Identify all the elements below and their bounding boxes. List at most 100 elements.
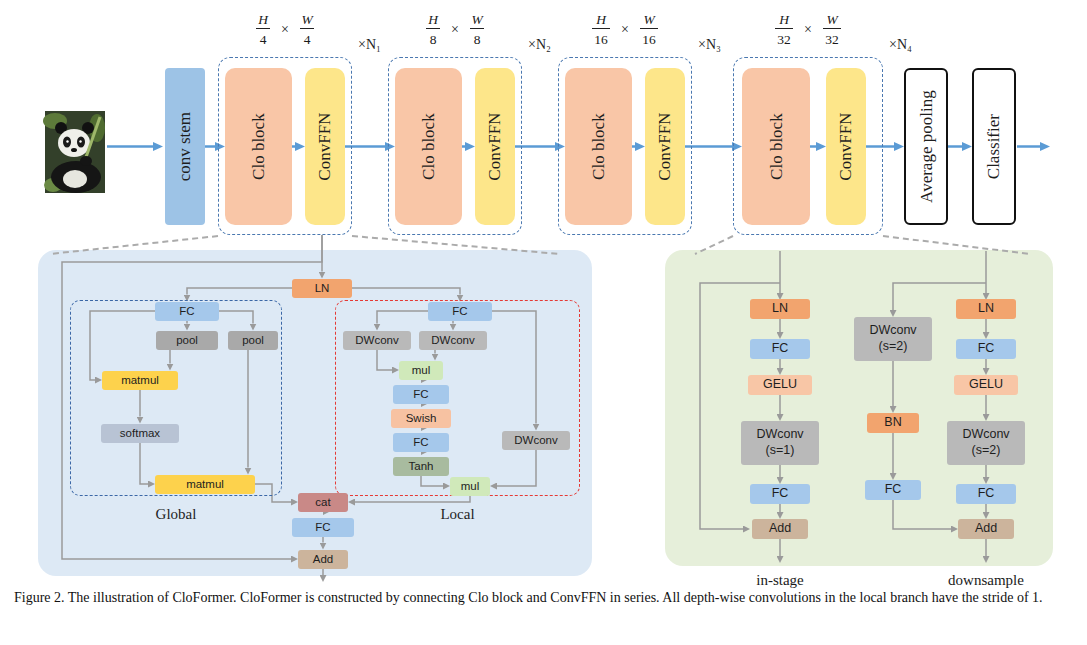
group-heading: ×N₃	[698, 37, 721, 53]
flow-arrow	[985, 319, 987, 332]
convffn-panel	[665, 250, 1053, 566]
op-box: FC	[750, 339, 810, 359]
node-label: FC	[315, 520, 330, 534]
flow-arrow	[985, 359, 987, 368]
clo-block-panel	[38, 250, 592, 576]
op-box: LN	[292, 279, 352, 298]
input-wire	[779, 251, 781, 293]
op-box: FC	[428, 302, 492, 321]
fraction-bar	[256, 28, 270, 29]
flow-arrow	[434, 350, 436, 354]
stage-group: ×N₂Clo blockConvFFN	[388, 57, 522, 235]
local-branch: LocalFCDWconvDWconvmulFCSwishFCTanhDWcon…	[335, 300, 580, 496]
op-box: DWconv	[419, 331, 487, 350]
resolution-label: ×	[804, 22, 812, 37]
resolution-label: H	[596, 12, 606, 27]
node-label: GELU	[969, 377, 1003, 393]
convffn-box: ConvFFN	[826, 68, 866, 225]
flow-arrow	[948, 145, 962, 148]
clo-block-box: Clo block	[565, 68, 632, 225]
stage-group: ×N₃Clo blockConvFFN	[558, 57, 692, 235]
flow-arrow	[515, 145, 555, 148]
op-box: LN	[750, 299, 810, 319]
node-label: Average pooling	[915, 90, 936, 203]
resolution-label: ×	[451, 22, 459, 37]
figure-caption: Figure 2. The illustration of CloFormer.…	[14, 588, 1076, 607]
op-box: FC	[155, 302, 219, 321]
op-box: DWconv (s=2)	[854, 317, 932, 361]
flow-arrow	[322, 537, 324, 543]
flow-arrow	[219, 311, 253, 324]
panda-paw	[80, 156, 92, 166]
node-label: LN	[978, 301, 994, 317]
convffn-box: ConvFFN	[475, 68, 515, 225]
node-label: ConvFFN	[314, 112, 335, 180]
input-wire	[985, 251, 987, 293]
node-label: LN	[315, 281, 330, 295]
op-box: matmul	[155, 475, 255, 494]
zoom-line	[50, 236, 218, 254]
convffn-box: ConvFFN	[305, 68, 345, 225]
op-box: mul	[399, 361, 443, 380]
resolution-label: H	[258, 12, 268, 27]
clo-block-box: Clo block	[395, 68, 462, 225]
flow-arrow	[139, 390, 141, 417]
global-branch: GlobalFCpoolpoolmatmulsoftmaxmatmul	[70, 300, 282, 496]
node-label: Add	[975, 521, 997, 537]
node-label: Add	[313, 552, 333, 566]
node-label: FC	[413, 387, 428, 401]
op-box: mul	[450, 477, 490, 496]
resolution-label: ×	[281, 22, 289, 37]
node-label: conv stem	[174, 112, 195, 181]
node-label: pool	[242, 333, 264, 347]
node-label: FC	[978, 486, 995, 502]
node-label: Clo block	[588, 113, 609, 180]
flow-arrow	[345, 145, 385, 148]
node-label: mul	[412, 363, 431, 377]
flow-arrow	[492, 311, 536, 424]
fraction-bar	[823, 28, 841, 29]
fraction-bar	[640, 28, 658, 29]
panel-label: downsample	[948, 572, 1024, 588]
zoom-line	[883, 236, 1030, 254]
resolution-label: H	[779, 12, 789, 27]
conv-stem-box: conv stem	[165, 68, 205, 225]
op-box: BN	[867, 413, 919, 433]
node-label: ConvFFN	[835, 112, 856, 180]
flow-arrow	[892, 433, 894, 473]
resolution-label: 16	[594, 32, 608, 47]
fraction-bar	[592, 28, 610, 29]
op-box: FC	[956, 484, 1016, 504]
op-box: cat	[298, 493, 348, 512]
flow-arrow	[779, 319, 781, 332]
fraction-bar	[426, 28, 440, 29]
flow-arrow	[292, 145, 295, 148]
convffn-box: ConvFFN	[645, 68, 685, 225]
op-box: Add	[958, 519, 1014, 539]
node-label: DWconv (s=2)	[962, 427, 1009, 458]
flow-arrow	[140, 443, 148, 485]
node-label: FC	[452, 304, 467, 318]
zoom-line	[352, 236, 560, 254]
flow-arrow	[186, 321, 188, 324]
flow-arrow	[685, 145, 732, 148]
resolution-label: 32	[777, 32, 791, 47]
node-label: FC	[978, 341, 995, 357]
stage-group: ×N₄Clo blockConvFFN	[733, 57, 883, 235]
op-box: FC	[393, 433, 449, 452]
op-box: DWconv	[502, 431, 570, 450]
flow-arrow	[985, 395, 987, 414]
resolution-label: W	[826, 12, 837, 27]
head-box: Average pooling	[904, 68, 948, 225]
node-label: DWconv (s=2)	[869, 323, 916, 354]
node-label: LN	[772, 301, 788, 317]
op-box: LN	[956, 299, 1016, 319]
node-label: Tanh	[409, 459, 434, 473]
node-label: FC	[885, 482, 902, 498]
resolution-label: 4	[304, 32, 311, 47]
node-label: Swish	[406, 411, 437, 425]
panda-photo	[43, 111, 105, 193]
flow-arrow	[779, 359, 781, 368]
node-label: DWconv	[514, 433, 557, 447]
group-heading: ×N₂	[528, 37, 551, 53]
